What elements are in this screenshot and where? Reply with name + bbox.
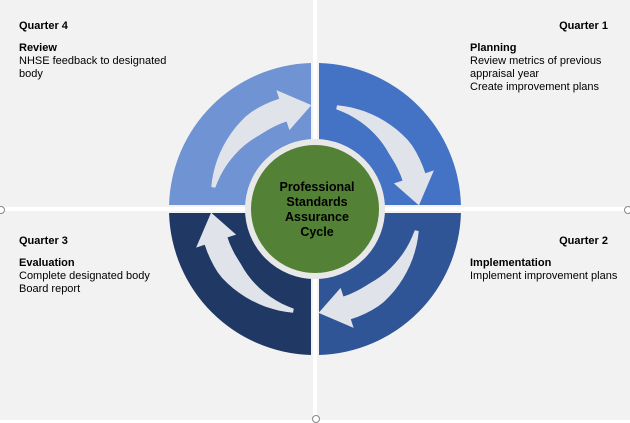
center-title-line: Assurance bbox=[285, 210, 349, 224]
selection-handle[interactable] bbox=[0, 206, 5, 214]
center-title: Professional Standards Assurance Cycle bbox=[247, 150, 387, 270]
quarter-3-label: Quarter 3 bbox=[19, 235, 68, 247]
evaluation-line: Complete designated body bbox=[19, 270, 150, 282]
planning-line: Create improvement plans bbox=[470, 81, 600, 93]
planning-block: Planning Review metrics of previous appr… bbox=[470, 42, 601, 94]
cycle-arrow-quarter-1 bbox=[336, 105, 434, 206]
quarter-2-label: Quarter 2 bbox=[559, 235, 608, 247]
selection-handle[interactable] bbox=[624, 206, 630, 214]
cycle-arrow-quarter-2 bbox=[318, 230, 419, 328]
center-title-line: Standards bbox=[286, 195, 348, 209]
center-title-line: Cycle bbox=[300, 225, 334, 239]
selection-handle[interactable] bbox=[312, 415, 320, 423]
quarter-4-label: Quarter 4 bbox=[19, 20, 68, 32]
evaluation-line: Board report bbox=[19, 283, 81, 295]
quarter-1-label: Quarter 1 bbox=[559, 20, 608, 32]
center-circle bbox=[245, 139, 385, 279]
planning-line: appraisal year bbox=[470, 68, 540, 80]
implementation-block: Implementation Implement improvement pla… bbox=[470, 257, 617, 283]
review-heading: Review bbox=[19, 42, 57, 54]
planning-line: Review metrics of previous bbox=[470, 55, 602, 67]
review-line: body bbox=[19, 68, 43, 80]
implementation-line: Implement improvement plans bbox=[470, 270, 618, 282]
review-line: NHSE feedback to designated bbox=[19, 55, 167, 67]
center-title-line: Professional bbox=[279, 180, 355, 194]
implementation-heading: Implementation bbox=[470, 257, 552, 269]
cycle-arrow-quarter-4 bbox=[211, 90, 312, 188]
evaluation-block: Evaluation Complete designated body Boar… bbox=[19, 257, 150, 296]
evaluation-heading: Evaluation bbox=[19, 257, 75, 269]
planning-heading: Planning bbox=[470, 42, 517, 54]
cycle-arrow-quarter-3 bbox=[196, 212, 294, 313]
review-block: Review NHSE feedback to designated body bbox=[19, 42, 166, 81]
